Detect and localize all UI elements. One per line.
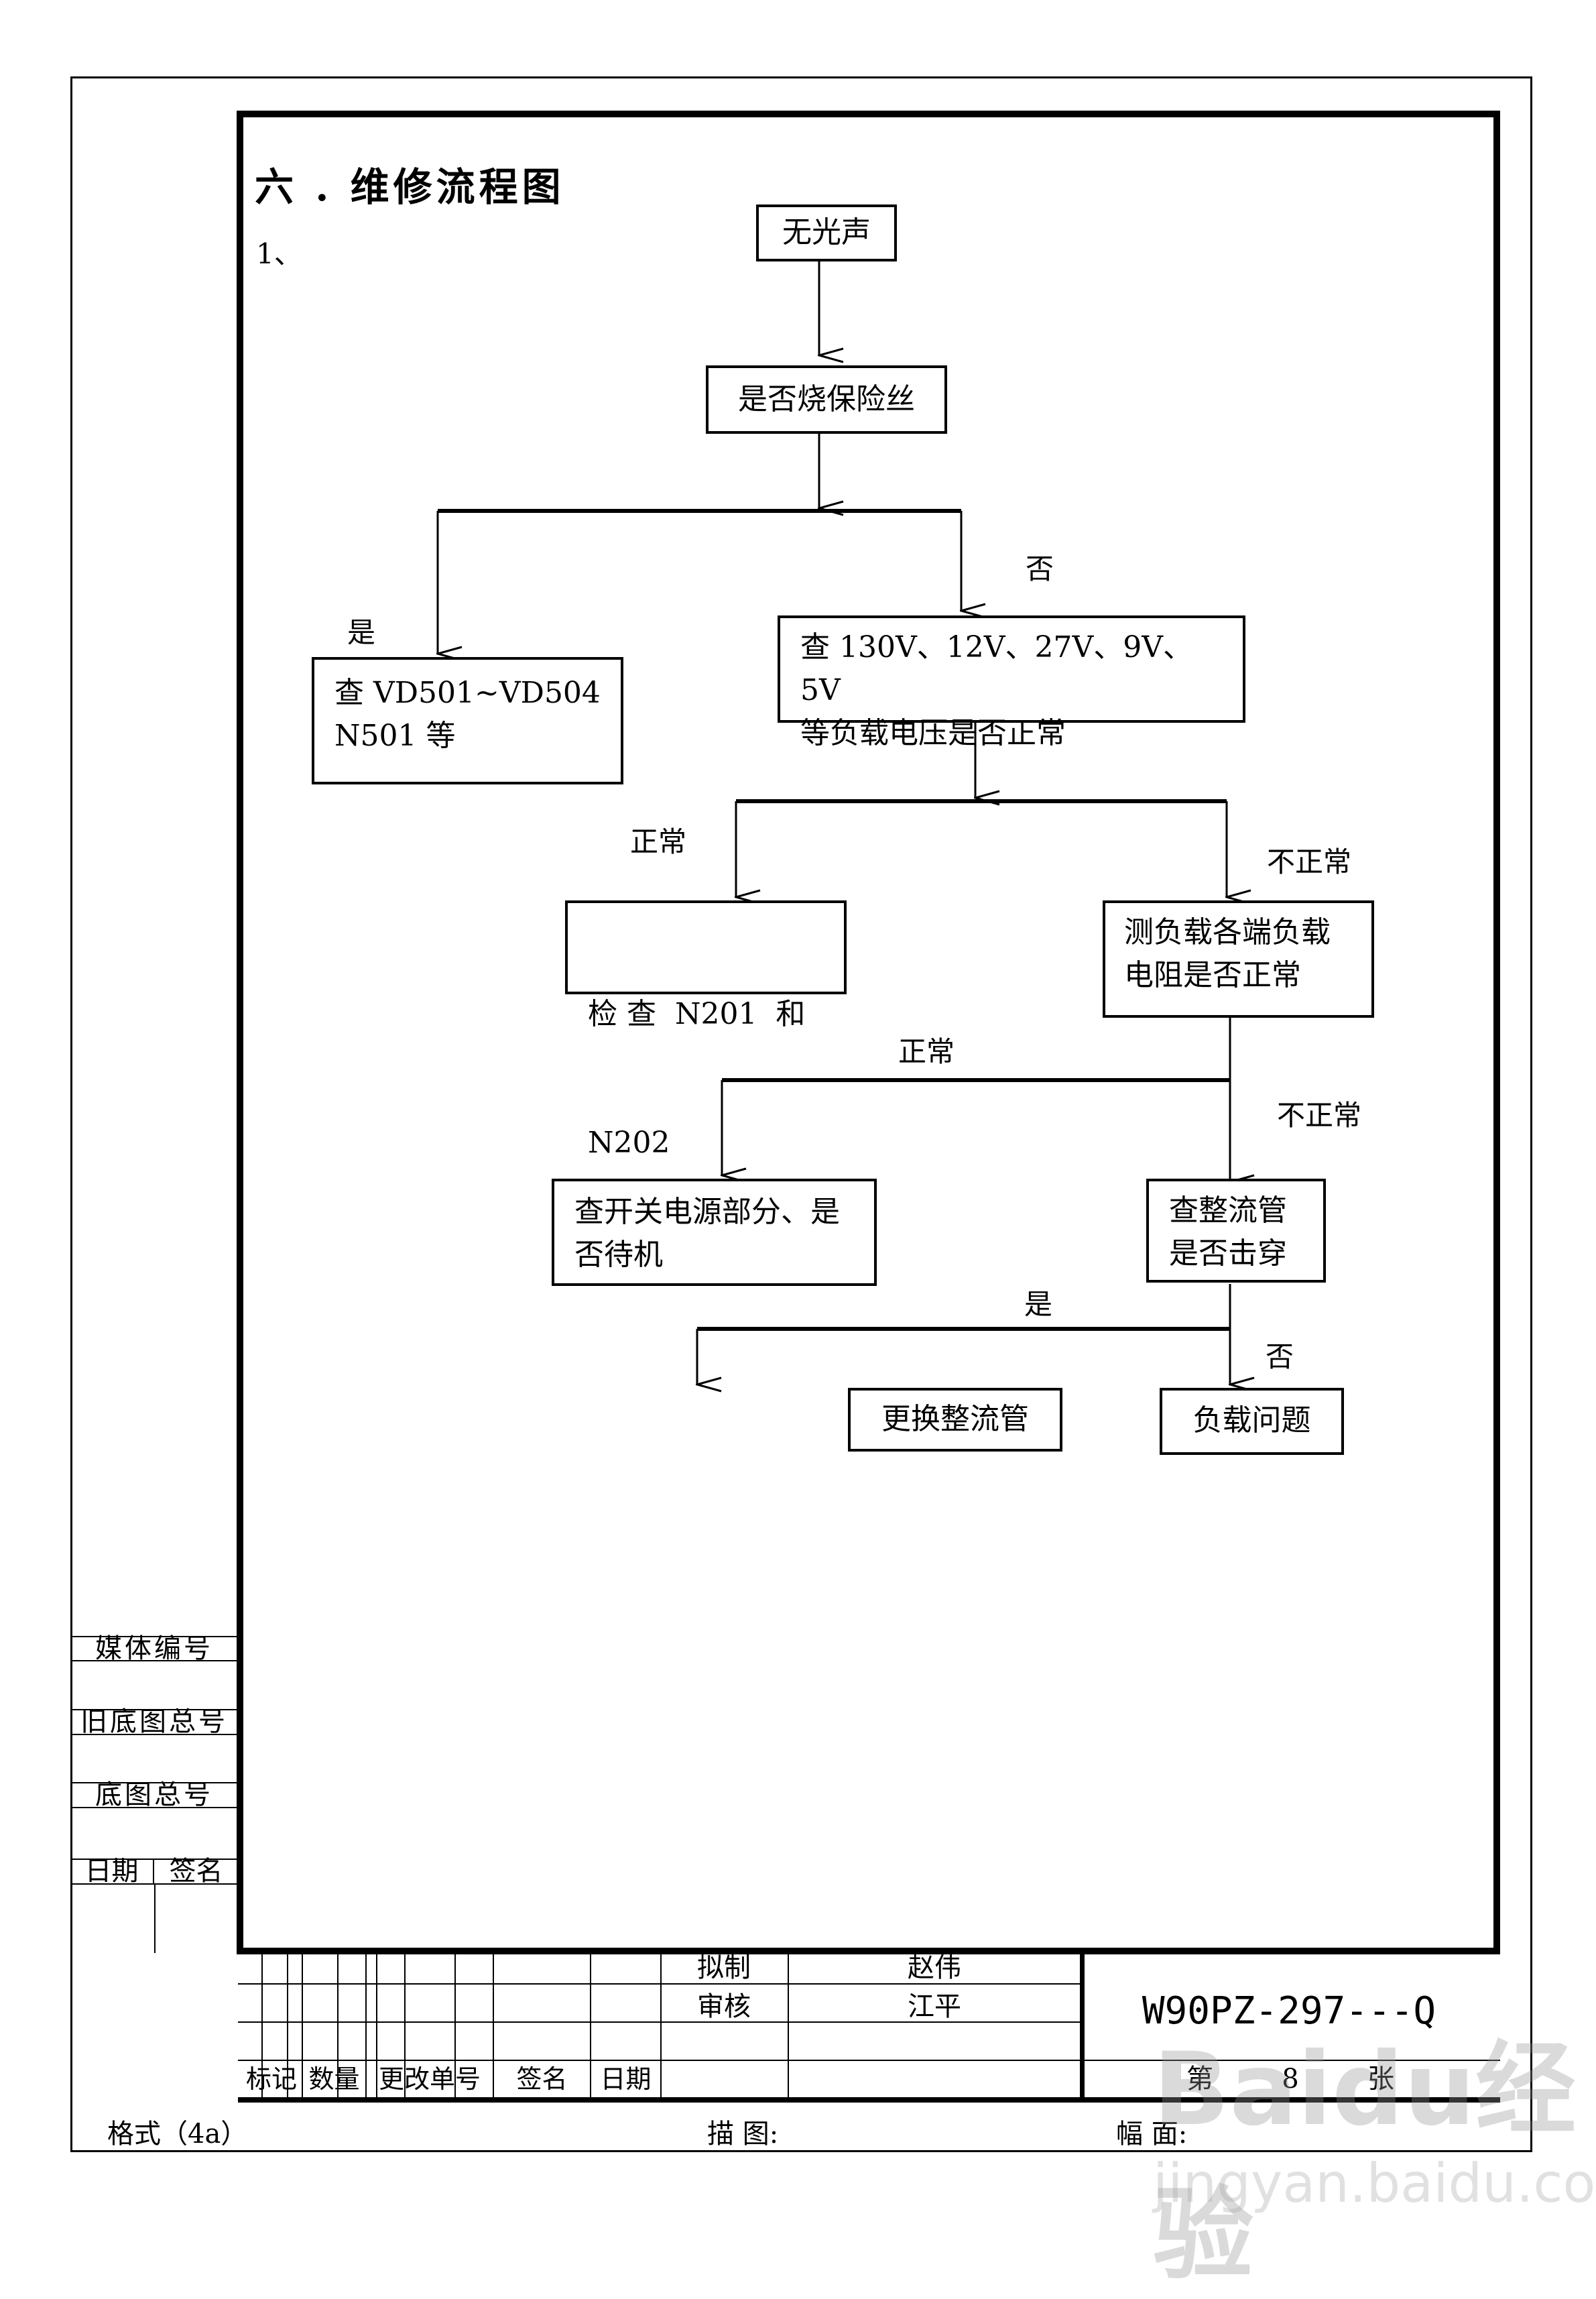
titleblock-col-c [493,1951,494,2099]
titleblock-col-e [660,1951,662,2099]
sheet-suffix: 张 [1367,2064,1394,2095]
titleblock-col-line-6 [454,1951,456,2099]
titleblock-col-line-3 [337,1951,339,2099]
header-quantity: 数量 [308,2064,360,2094]
node-check-voltage: 查 130V、12V、27V、9V、5V 等负载电压是否正常 [778,615,1245,750]
node-replace-rectifier-label: 更换整流管 [881,1402,1029,1436]
titleblock-bottom-border [238,2097,1500,2103]
reviewed-label: 审核 [697,1991,751,2022]
drawing-code: W90PZ-297---Q [1142,1989,1436,2033]
node-fuse-check: 是否烧保险丝 [706,365,947,434]
titleblock-col-line-1 [261,1951,263,2099]
side-old-base-no-value [70,1735,238,1783]
node-check-voltage-line2: 等负载电压是否正常 [800,716,1066,750]
node-check-n201: 检 查 N201 和 N202 [565,900,847,1160]
node-check-rectifier: 查整流管 是否击穿 [1146,1179,1326,1283]
node-start: 无光声 [756,204,897,261]
edge-label-resistance-abnormal: 不正常 [1277,1099,1362,1132]
footer-sheet-size: 幅 面: [1116,2119,1188,2149]
edge-label-fuse-yes: 是 [347,616,376,649]
side-media-no-value [70,1661,238,1710]
footer-traced: 描 图: [707,2119,779,2149]
side-divider-top [70,1636,238,1637]
drafted-by: 赵伟 [908,1952,961,1983]
titleblock-top-border [238,1948,1500,1953]
watermark-url: jingyan.baidu.com [1153,2152,1596,2215]
edge-label-voltage-abnormal: 不正常 [1267,845,1352,878]
header-change-no: 更改单号 [378,2064,481,2094]
edge-label-resistance-normal: 正常 [898,1035,955,1068]
node-load-problem: 负载问题 [1160,1388,1344,1455]
node-check-voltage-line1: 查 130V、12V、27V、9V、5V [800,630,1193,707]
node-check-vd-line2: N501 等 [334,719,456,753]
node-check-switch-power: 查开关电源部分、是 否待机 [552,1179,877,1286]
header-date: 日期 [600,2064,652,2094]
node-check-n201-line1: 检 查 N201 和 [588,997,806,1031]
header-signature: 签名 [516,2064,568,2094]
titleblock-col-a [302,1951,303,2099]
side-base-no: 底图总号 [70,1781,238,1808]
reviewed-by: 江平 [908,1991,961,2022]
sheet-number: 8 [1282,2064,1299,2095]
edge-label-rectifier-yes: 是 [1024,1288,1053,1321]
drafted-label: 拟制 [697,1952,751,1983]
titleblock-row-line-3 [238,2060,1500,2061]
side-base-no-value [70,1808,238,1860]
node-check-n201-line2: N202 [588,1126,670,1160]
node-check-switch-power-line2: 否待机 [574,1238,663,1272]
node-check-vd: 查 VD501~VD504 N501 等 [312,657,623,784]
titleblock-col-b [365,1951,367,2099]
side-old-base-no: 旧底图总号 [70,1708,238,1735]
footer-format: 格式（4a） [107,2119,248,2149]
node-measure-resistance: 测负载各端负载 电阻是否正常 [1103,900,1374,1018]
node-start-label: 无光声 [782,215,871,249]
node-check-rectifier-line1: 查整流管 [1169,1193,1287,1228]
node-check-vd-line1: 查 VD501~VD504 [334,676,601,710]
side-signature-label: 签名 [154,1858,238,1885]
header-mark: 标记 [245,2064,297,2094]
node-measure-resistance-line1: 测负载各端负载 [1124,915,1331,949]
titleblock-col-line-4 [376,1951,377,2099]
edge-label-rectifier-no: 否 [1266,1340,1294,1373]
side-divider-vertical [154,1885,156,1953]
node-replace-rectifier: 更换整流管 [848,1388,1062,1452]
side-media-no: 媒体编号 [70,1635,238,1662]
titleblock-col-line-2 [287,1951,288,2099]
side-date-label: 日期 [70,1858,154,1885]
titleblock-col-line-5 [404,1951,406,2099]
node-load-problem-label: 负载问题 [1192,1403,1311,1437]
edge-label-fuse-no: 否 [1026,552,1054,585]
titleblock-col-d [590,1951,591,2099]
section-number: 1、 [256,237,302,270]
node-check-rectifier-line2: 是否击穿 [1169,1236,1287,1271]
outer-frame [70,76,1532,2152]
page-title: 六 . 维修流程图 [255,164,565,210]
edge-label-voltage-normal: 正常 [630,825,687,858]
titleblock-col-line-7 [1080,1951,1085,2099]
titleblock-col-f [788,1951,789,2099]
node-check-switch-power-line1: 查开关电源部分、是 [574,1195,840,1229]
node-fuse-check-label: 是否烧保险丝 [738,382,915,416]
sheet-prefix: 第 [1186,2064,1213,2095]
node-measure-resistance-line2: 电阻是否正常 [1124,958,1301,992]
